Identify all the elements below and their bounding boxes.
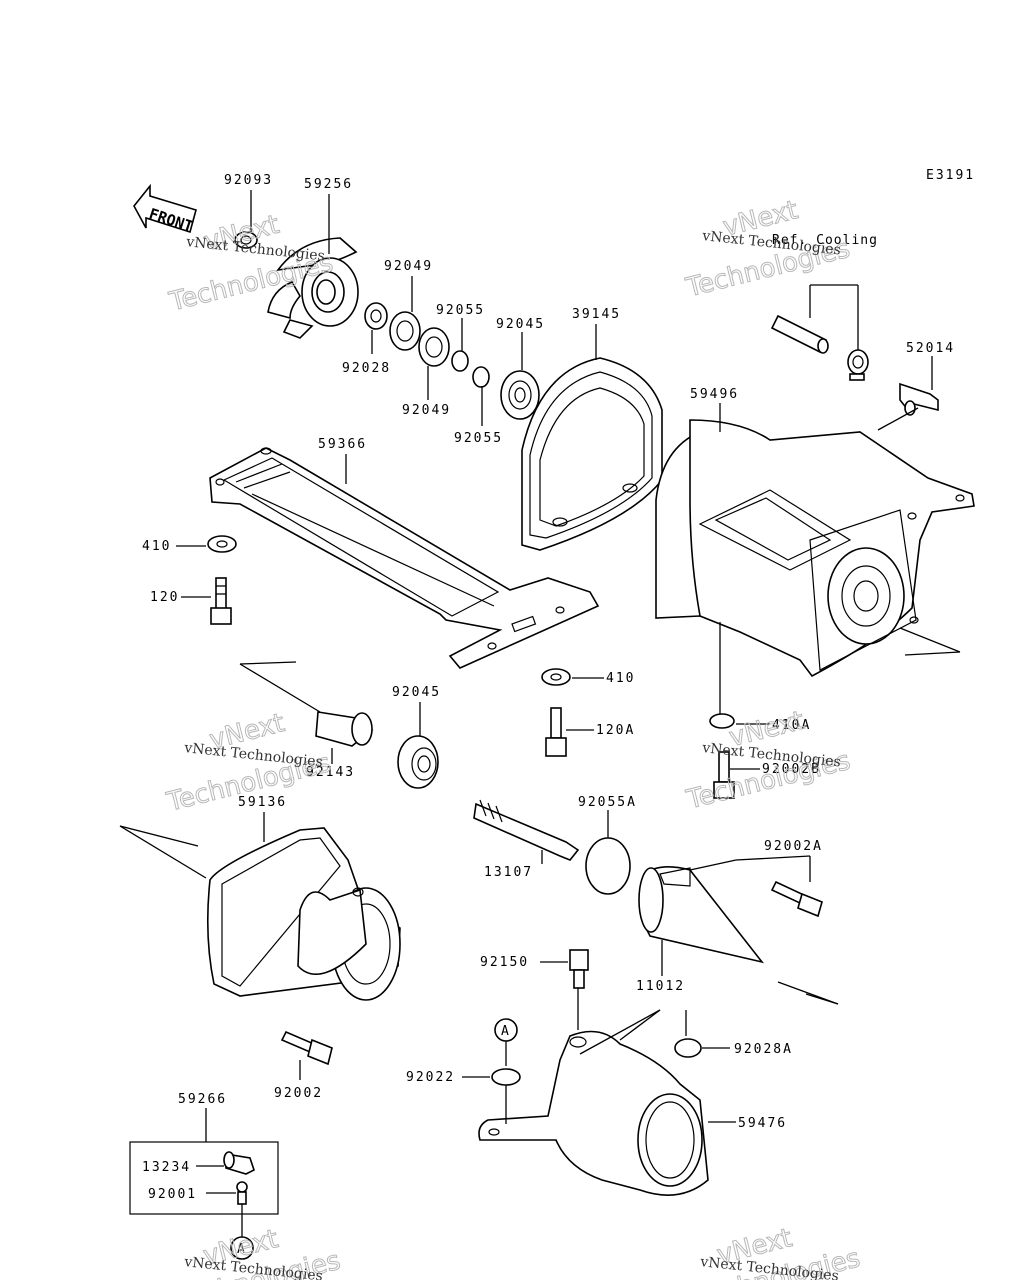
label-13107: 13107 — [484, 865, 533, 880]
deflector-59476 — [478, 1009, 709, 1196]
label-92093: 92093 — [224, 173, 273, 188]
washer-92049-upper — [389, 311, 421, 351]
label-410A: 410A — [772, 718, 811, 733]
fitting-52014 — [899, 382, 939, 416]
part-labels: 92093 59256 92049 92055 92045 39145 9202… — [142, 173, 955, 1202]
bushing-92028 — [364, 302, 388, 330]
bolt-120 — [210, 577, 232, 625]
bolt-92002B — [713, 751, 735, 799]
washer-410-left — [207, 535, 237, 553]
label-92055A: 92055A — [578, 795, 637, 810]
label-92049-lower: 92049 — [402, 403, 451, 418]
cover-39145 — [521, 357, 663, 551]
cooling-hose — [770, 314, 869, 381]
pump-case-59496 — [655, 419, 975, 678]
label-92002B: 92002B — [762, 762, 821, 777]
label-59266: 59266 — [178, 1092, 227, 1107]
front-arrow-icon: FRONT — [133, 183, 197, 236]
label-ref-cooling: Ref. Cooling — [772, 233, 878, 248]
o-ring-92055-lower — [472, 366, 490, 388]
washer-92028A — [674, 1038, 702, 1058]
washer-92049-lower — [418, 327, 450, 367]
leader-lines — [176, 190, 933, 1238]
label-92002: 92002 — [274, 1086, 323, 1101]
o-ring-92055A — [585, 837, 631, 895]
label-92143: 92143 — [306, 765, 355, 780]
label-13234: 13234 — [142, 1160, 191, 1175]
bearing-92045-lower — [397, 735, 439, 789]
label-59496: 59496 — [690, 387, 739, 402]
impeller-part — [234, 231, 359, 339]
label-92028: 92028 — [342, 361, 391, 376]
bolt-92002 — [280, 1030, 333, 1066]
bearing-92045-upper — [500, 370, 540, 420]
stay-59366 — [209, 447, 600, 669]
label-92022: 92022 — [406, 1070, 455, 1085]
label-120: 120 — [150, 590, 179, 605]
label-410-right: 410 — [606, 671, 635, 686]
callout-a-upper-label: A — [501, 1024, 509, 1039]
o-ring-92055-upper — [451, 350, 469, 372]
washer-92022 — [491, 1068, 521, 1086]
label-92049-upper: 92049 — [384, 259, 433, 274]
label-410-left: 410 — [142, 539, 171, 554]
label-92055-upper: 92055 — [436, 303, 485, 318]
label-92002A: 92002A — [764, 839, 823, 854]
label-92150: 92150 — [480, 955, 529, 970]
diagram-code: E3191 — [926, 168, 975, 183]
label-59256: 59256 — [304, 177, 353, 192]
label-59476: 59476 — [738, 1116, 787, 1131]
housing-59136 — [119, 825, 401, 1001]
label-92055-lower: 92055 — [454, 431, 503, 446]
label-11012: 11012 — [636, 979, 685, 994]
label-59366: 59366 — [318, 437, 367, 452]
sleeve-92143 — [239, 661, 374, 747]
callout-a-upper: A — [494, 1018, 518, 1042]
kit-59266-box — [129, 1141, 279, 1215]
washer-410-right — [541, 668, 571, 686]
bolt-92002A — [770, 880, 823, 918]
label-120A: 120A — [596, 723, 635, 738]
shaft-13107 — [473, 799, 580, 861]
label-39145: 39145 — [572, 307, 621, 322]
label-92045-upper: 92045 — [496, 317, 545, 332]
label-92045-lower: 92045 — [392, 685, 441, 700]
label-92028A: 92028A — [734, 1042, 793, 1057]
label-59136: 59136 — [238, 795, 287, 810]
callout-a-lower: A — [230, 1236, 254, 1260]
label-52014: 52014 — [906, 341, 955, 356]
nozzle-11012 — [638, 859, 839, 1005]
washer-410A — [709, 713, 735, 729]
label-92001: 92001 — [148, 1187, 197, 1202]
bolt-92150 — [569, 949, 589, 989]
callout-a-lower-label: A — [237, 1242, 245, 1257]
bolt-120A — [545, 707, 567, 757]
